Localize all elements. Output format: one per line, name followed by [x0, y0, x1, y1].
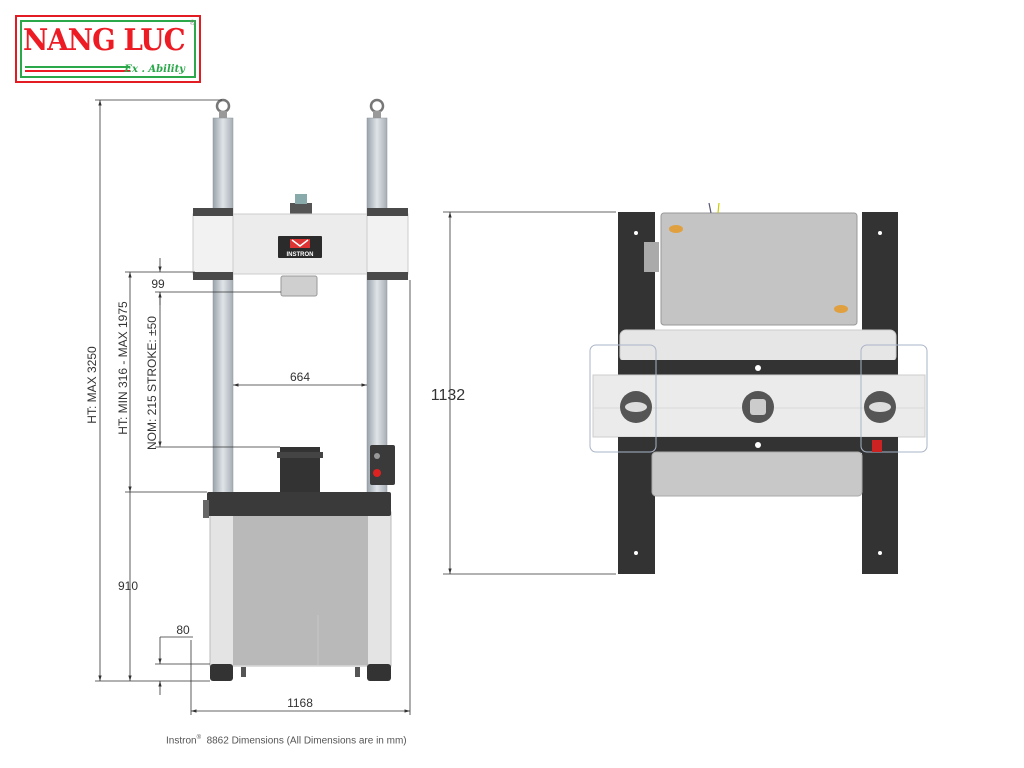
dim-column-spacing: 664 [290, 370, 310, 384]
actuator-grip [277, 447, 323, 492]
eye-bolt-left [215, 98, 231, 119]
hydraulic-manifold [660, 212, 858, 326]
logo-tagline: Ex . Ability [124, 64, 185, 75]
control-pendant [370, 445, 395, 485]
caption-model: Instron [166, 735, 197, 747]
dim-base-height: 910 [118, 579, 138, 593]
column-clamp-left [620, 391, 652, 423]
dim-stroke: NOM: 215 STROKE: ±50 [145, 316, 159, 450]
dim-overall-width: 1168 [287, 696, 313, 710]
dim-depth: 1132 [431, 387, 466, 404]
column-right [366, 117, 388, 497]
front-view: INSTRON [85, 98, 411, 715]
caption: Instron® 8862 Dimensions (All Dimensions… [0, 735, 1024, 746]
eye-bolt-right [369, 98, 385, 119]
load-frame-base [203, 492, 392, 681]
dim-daylight-height: HT: MIN 316 - MAX 1975 [116, 301, 130, 435]
dim-foot-height: 80 [176, 623, 190, 637]
column-clamp-right [864, 391, 896, 423]
instron-logo-icon [290, 239, 310, 248]
logo-stripe-red [25, 70, 130, 72]
top-view: 1132 [431, 202, 928, 575]
instron-badge-text: INSTRON [287, 252, 314, 258]
caption-text: 8862 Dimensions (All Dimensions are in m… [206, 735, 407, 747]
crosshead: INSTRON [192, 194, 409, 297]
logo-stripe-green [25, 66, 130, 68]
dim-crosshead-offset: 99 [151, 277, 165, 291]
load-cell [280, 275, 318, 297]
top-dimension-lines [443, 211, 616, 575]
nang-luc-logo: NANG LUC ® Ex . Ability [15, 15, 201, 83]
caption-mark: ® [196, 735, 201, 741]
logo-border [20, 20, 196, 78]
dim-overall-height: HT: MAX 3250 [85, 346, 99, 424]
front-dimension-lines [95, 99, 411, 715]
column-left [212, 117, 234, 497]
logo-registered: ® [189, 20, 195, 27]
logo-brand: NANG LUC [23, 23, 186, 58]
actuator-center [742, 391, 774, 423]
